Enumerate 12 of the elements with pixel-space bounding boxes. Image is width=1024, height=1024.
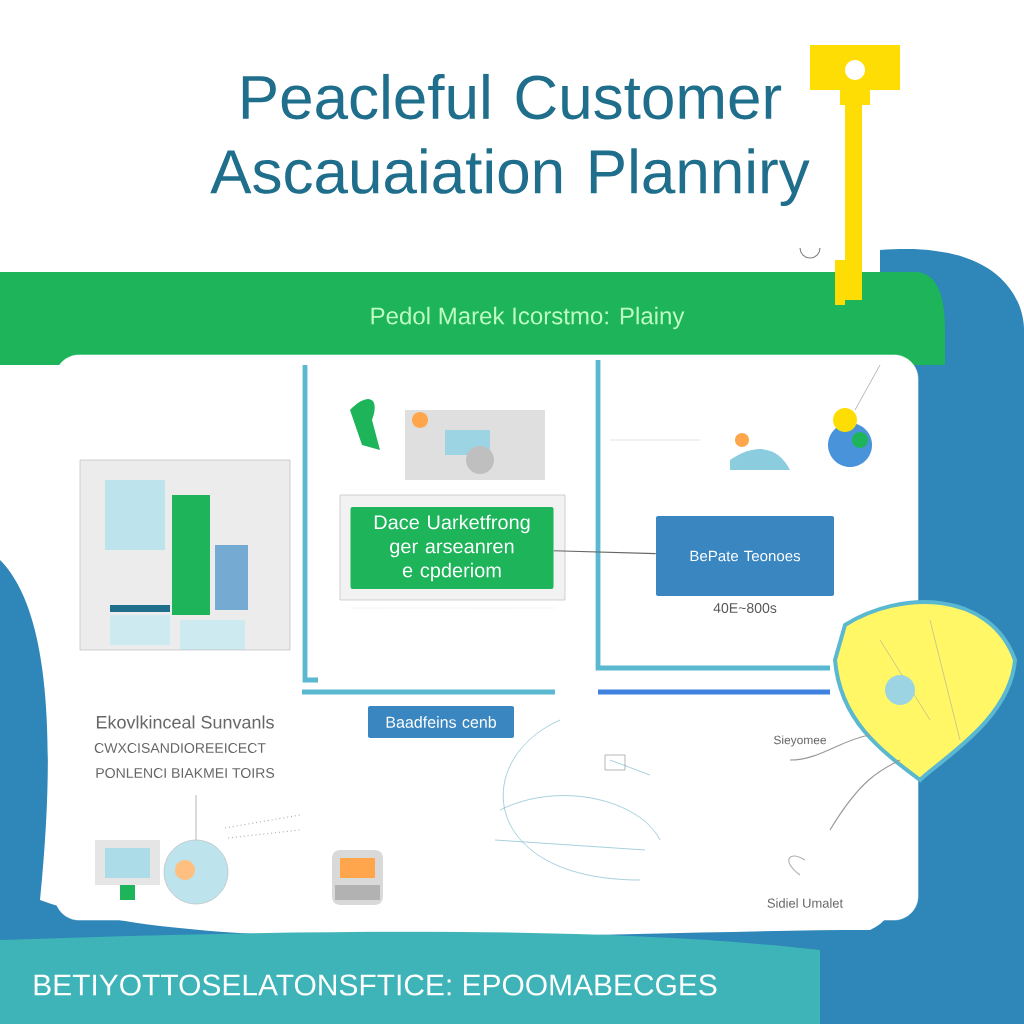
- connector: [553, 550, 657, 555]
- tag-banner: Baadfeins cenb: [368, 706, 514, 738]
- process-box: Dace Uarketfrong ger arseanren e cpderiom: [339, 494, 566, 609]
- label-text: Sieyomee: [774, 735, 827, 747]
- footer-text: BETIYOTTOSELATONSFTICE: EPOOMABECGES: [34, 974, 717, 996]
- result-box: BePate Teonoes: [656, 516, 834, 596]
- label-text: PONLENCI BIAKMEI TOIRS: [96, 768, 275, 778]
- node-label: 40E~800s: [713, 603, 777, 613]
- label-text: Ekovlkinceal Sunvanls: [96, 715, 274, 729]
- label-text: Sidiel Umalet: [767, 898, 843, 908]
- diagram-title: Peacleful Customer Ascauaiation Planniry: [210, 73, 810, 207]
- label-text: CWXCISANDIOREEICECT: [94, 743, 266, 753]
